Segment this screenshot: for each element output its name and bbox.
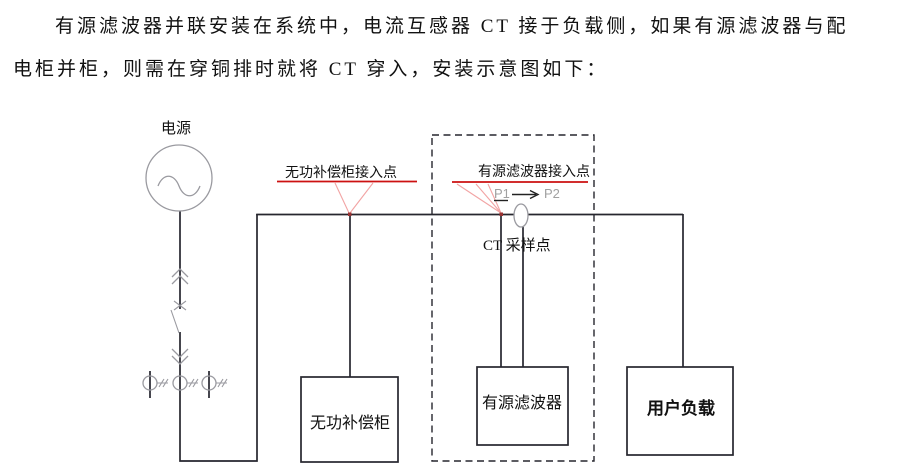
filter-access-label: 有源滤波器接入点 bbox=[478, 163, 590, 180]
feeder-line-lower bbox=[179, 214, 258, 462]
switch-blade bbox=[170, 309, 180, 334]
ct-tail bbox=[216, 378, 228, 388]
circuit-lines bbox=[149, 211, 684, 462]
tap-dot bbox=[348, 212, 352, 216]
ct-tail bbox=[157, 378, 169, 388]
annotation-filter-leader bbox=[452, 181, 588, 216]
equipment-boxes bbox=[300, 366, 734, 463]
annotation-compensation-leader bbox=[277, 180, 417, 216]
load-box-label: 用户负载 bbox=[647, 398, 715, 418]
paragraph-line-1: 有源滤波器并联安装在系统中，电流互感器 CT 接于负载侧，如果有源滤波器与配 bbox=[55, 16, 849, 37]
compensation-box-label: 无功补偿柜 bbox=[310, 414, 390, 432]
p2-label: P2 bbox=[544, 186, 560, 201]
p1-label: P1 bbox=[494, 186, 510, 201]
dashed-enclosure bbox=[431, 134, 595, 462]
arrow-head-icon bbox=[529, 189, 540, 200]
chevron-up-icon bbox=[171, 268, 189, 285]
ct-sampling-label: CT 采样点 bbox=[483, 237, 551, 254]
breaker-symbol bbox=[170, 268, 189, 365]
x-mark-icon bbox=[173, 300, 187, 311]
ct-tail bbox=[187, 378, 199, 388]
source-circle bbox=[145, 144, 213, 212]
power-source-label: 电源 bbox=[161, 120, 191, 137]
compensation-access-label: 无功补偿柜接入点 bbox=[285, 164, 397, 181]
sine-wave-icon bbox=[157, 175, 201, 197]
intro-paragraph: 有源滤波器并联安装在系统中，电流互感器 CT 接于负载侧，如果有源滤波器与配 电… bbox=[13, 5, 897, 91]
compensation-cabinet-box bbox=[300, 376, 399, 463]
user-load-box bbox=[626, 366, 734, 456]
filter-box-label: 有源滤波器 bbox=[482, 394, 562, 412]
active-filter-box bbox=[476, 366, 569, 446]
leader-lines bbox=[456, 183, 502, 214]
chevron-down-icon bbox=[171, 348, 189, 365]
ct-transformer-symbols bbox=[142, 375, 228, 391]
power-source-symbol bbox=[145, 144, 213, 212]
leader-lines bbox=[334, 182, 374, 214]
p1-p2-arrow bbox=[494, 189, 540, 202]
paragraph-line-2: 电柜并柜，则需在穿铜排时就将 CT 穿入，安装示意图如下： bbox=[13, 59, 609, 80]
tap-dot bbox=[499, 212, 503, 216]
ct-ellipse-symbol bbox=[513, 203, 529, 228]
